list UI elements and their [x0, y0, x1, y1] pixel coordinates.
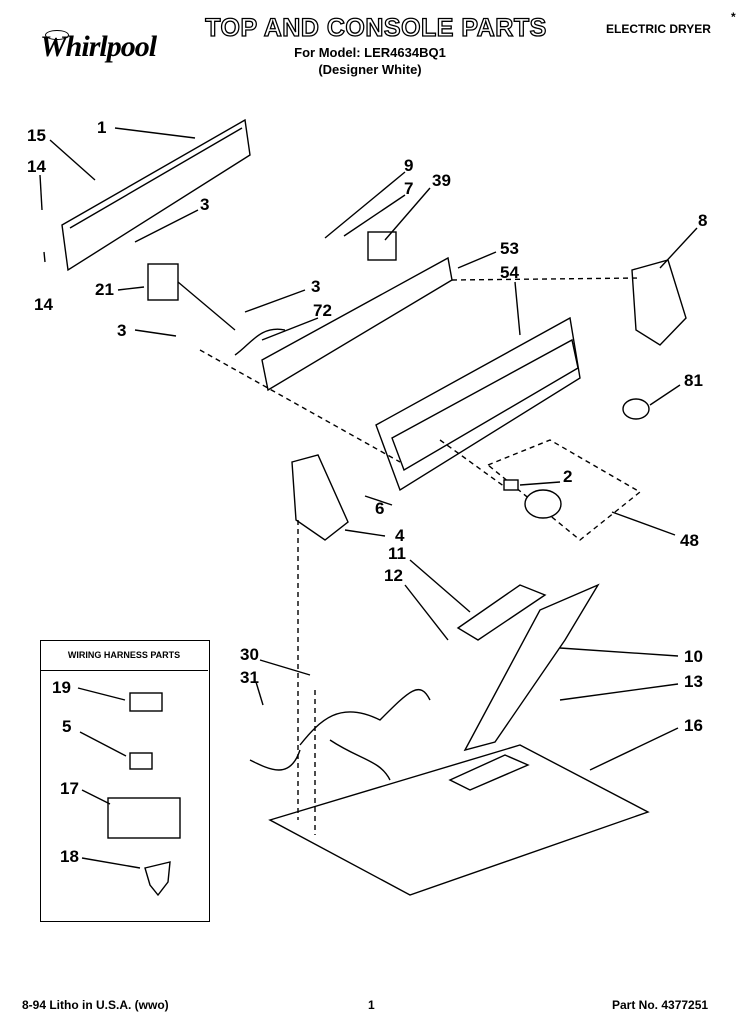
timer-part: [147, 263, 179, 301]
legend-callout-5: 5: [62, 717, 72, 736]
callout-9: 9: [404, 156, 414, 175]
top-shield-part: [463, 583, 600, 752]
wiring-harness-legend: [40, 640, 210, 922]
callout-8: 8: [698, 211, 708, 230]
dial-part: [524, 489, 562, 519]
callout-48: 48: [680, 531, 699, 550]
control-panel-part: [61, 118, 251, 272]
harness-part: [234, 328, 286, 356]
clip-part: [503, 479, 519, 491]
wiring-bundle: [249, 688, 431, 781]
page-title: TOP AND CONSOLE PARTS: [205, 13, 547, 42]
callout-14-top: 14: [27, 157, 46, 176]
model-subtitle: For Model: LER4634BQ1 (Designer White): [250, 44, 490, 78]
footer-part-number: Part No. 4377251: [612, 998, 709, 1012]
legend-callout-18: 18: [60, 847, 79, 866]
knob-part: [622, 398, 650, 420]
callout-6: 6: [375, 499, 385, 518]
cover-part: [456, 584, 547, 641]
switch-part: [367, 231, 397, 261]
callout-3-a: 3: [200, 195, 210, 214]
callout-15: 15: [27, 126, 46, 145]
finish-line: (Designer White): [318, 62, 422, 77]
callout-2: 2: [563, 467, 573, 486]
callout-7: 7: [404, 179, 414, 198]
callout-13: 13: [684, 672, 703, 691]
console-end-cap-part: [631, 259, 687, 346]
callout-54: 54: [500, 263, 519, 282]
footer-print-info: 8-94 Litho in U.S.A. (wwo): [22, 998, 169, 1012]
callout-30: 30: [240, 645, 259, 664]
harness-block-17: [107, 797, 181, 839]
callout-3-b: 3: [117, 321, 127, 340]
legend-callout-19: 19: [52, 678, 71, 697]
callout-81: 81: [684, 371, 703, 390]
harness-clip-18: [144, 861, 171, 897]
callout-31: 31: [240, 668, 259, 687]
callout-3-c: 3: [311, 277, 321, 296]
brand-logo-tag: [45, 30, 69, 40]
callout-14-bottom: 14: [34, 295, 53, 314]
model-line: For Model: LER4634BQ1: [294, 45, 446, 60]
callout-16: 16: [684, 716, 703, 735]
legend-title: WIRING HARNESS PARTS: [40, 640, 208, 671]
legend-callout-17: 17: [60, 779, 79, 798]
callout-12: 12: [384, 566, 403, 585]
callout-1: 1: [97, 118, 107, 137]
harness-connector-5: [129, 752, 153, 770]
brand-logo: Whirlpool: [40, 30, 157, 63]
document-type: ELECTRIC DRYER: [606, 22, 711, 36]
dryer-top-part: [268, 744, 650, 896]
harness-connector-19: [129, 692, 163, 712]
control-bracket-part: [261, 256, 453, 392]
left-end-cap-part: [291, 454, 349, 541]
callout-11: 11: [388, 544, 406, 563]
callout-10: 10: [684, 647, 703, 666]
callout-72: 72: [313, 301, 332, 320]
callout-39: 39: [432, 171, 451, 190]
revision-mark: *: [731, 10, 736, 24]
callout-53: 53: [500, 239, 519, 258]
callout-4: 4: [395, 526, 405, 545]
footer-page-number: 1: [368, 998, 375, 1012]
callout-21: 21: [95, 280, 114, 299]
